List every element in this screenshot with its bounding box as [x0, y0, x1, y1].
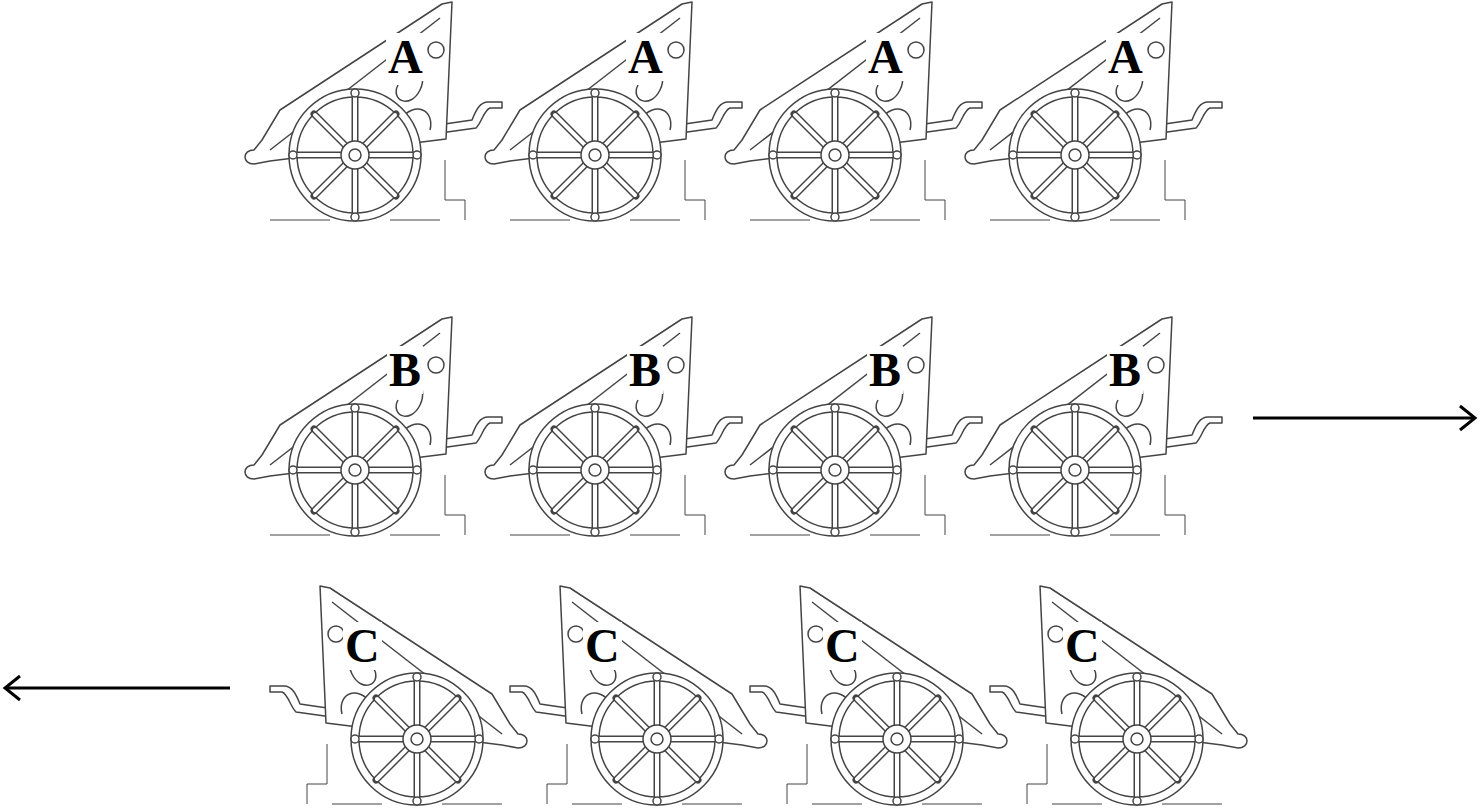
- chariot-letter: C: [343, 622, 382, 670]
- chariot-letter: A: [386, 33, 425, 81]
- chariot-letter: A: [1106, 33, 1145, 81]
- chariot-letter: A: [626, 33, 665, 81]
- chariot-letter: C: [583, 622, 622, 670]
- direction-arrow-right: [1253, 406, 1475, 430]
- chariot-row-c: [270, 586, 1247, 805]
- chariot-letter: B: [867, 346, 903, 394]
- chariot-row-b: [245, 317, 1222, 536]
- chariot-letter: C: [1063, 622, 1102, 670]
- chariot-letter: B: [387, 346, 423, 394]
- chariot-letter: A: [866, 33, 905, 81]
- chariot-letter: B: [627, 346, 663, 394]
- direction-arrow-left: [5, 676, 230, 700]
- chariot-letter: C: [823, 622, 862, 670]
- chariot-letter: B: [1107, 346, 1143, 394]
- chariot-row-a: [245, 2, 1222, 221]
